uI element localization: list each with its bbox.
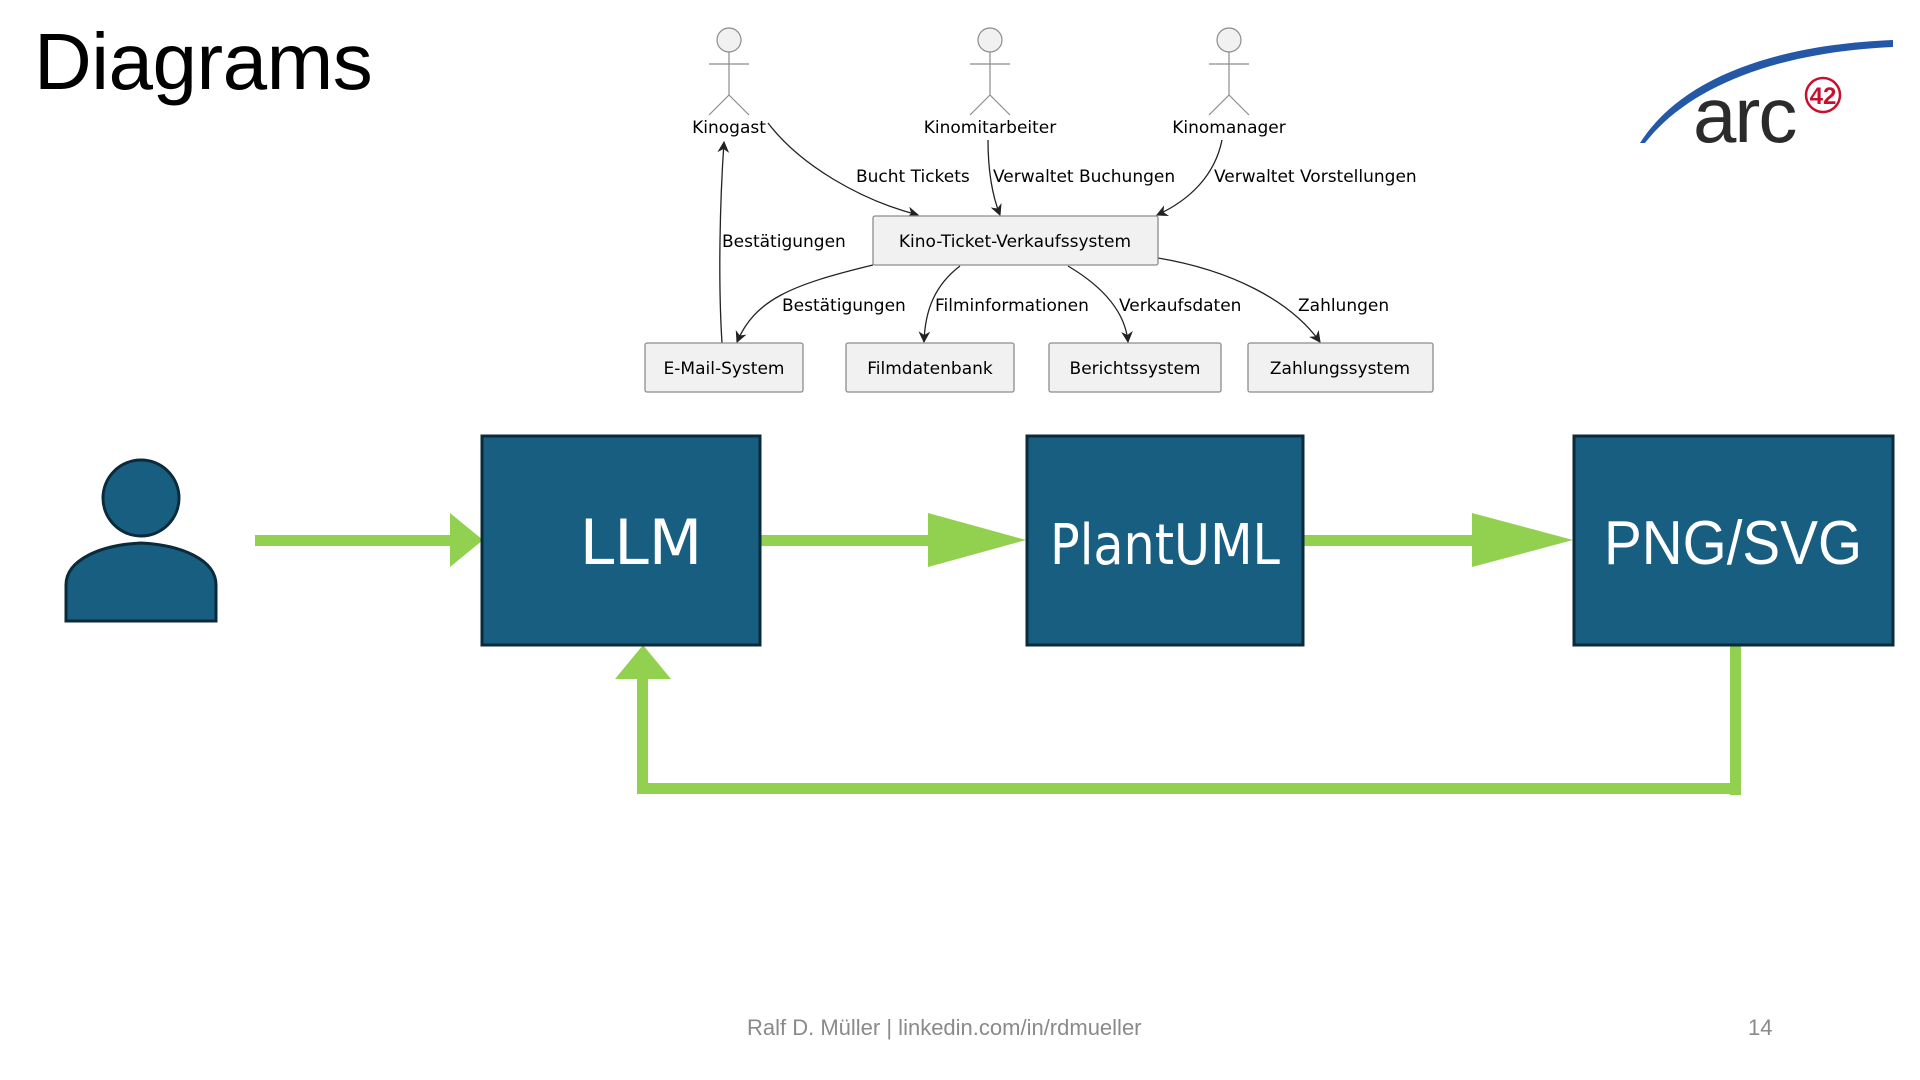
edge-bucht-tickets (767, 122, 920, 219)
logo-badge-text: 42 (1810, 83, 1837, 110)
node-label: Filmdatenbank (867, 359, 993, 379)
flow-box-label: PlantUML (1050, 513, 1280, 578)
uml-node-bericht[interactable]: Berichtssystem (1048, 342, 1222, 393)
edge-label: Bucht Tickets (856, 167, 970, 187)
page-number: 14 (1748, 1015, 1773, 1040)
actor-body-icon (1208, 52, 1250, 116)
actor-kinogast[interactable]: Kinogast (692, 27, 766, 138)
edge-verwaltet-vorstellungen (1155, 139, 1223, 216)
actor-label: Kinomitarbeiter (924, 118, 1057, 138)
edge-label: Verwaltet Buchungen (993, 167, 1175, 187)
edge-bestaetigungen-email-kinogast (717, 140, 730, 344)
flow-arrow-plantuml-pngsvg (1303, 513, 1573, 567)
flow-box-llm[interactable]: LLM (480, 434, 762, 647)
edge-verkaufsdaten (1067, 265, 1133, 344)
flow-arrow-llm-plantuml (760, 513, 1026, 567)
edge-label: Filminformationen (935, 296, 1089, 316)
slide-title: Diagrams (34, 17, 373, 106)
edge-label: Bestätigungen (722, 232, 846, 252)
node-label: Kino-Ticket-Verkaufssystem (899, 232, 1131, 252)
actor-body-icon (708, 52, 750, 116)
flow-arrow-user-llm (255, 513, 483, 567)
logo-badge-circle (1804, 76, 1842, 114)
uml-node-zahlung[interactable]: Zahlungssystem (1247, 342, 1434, 393)
logo-text: arc (1693, 71, 1795, 159)
node-label: Zahlungssystem (1270, 359, 1410, 379)
edge-label: Verkaufsdaten (1119, 296, 1241, 316)
actor-label: Kinomanager (1172, 118, 1285, 138)
actor-head-icon (1216, 27, 1242, 53)
flow-box-plantuml[interactable]: PlantUML (1025, 434, 1305, 647)
flow-box-label: LLM (580, 506, 703, 579)
edge-filminformationen (918, 265, 961, 344)
edge-zahlungen (1157, 257, 1321, 343)
actor-head-icon (977, 27, 1003, 53)
flow-box-label: PNG/SVG (1604, 509, 1862, 578)
person-icon (64, 458, 218, 623)
footer-credit: Ralf D. Müller | linkedin.com/in/rdmuell… (747, 1015, 1142, 1040)
logo-swoosh (1640, 40, 1893, 143)
actor-kinomanager[interactable]: Kinomanager (1172, 27, 1286, 138)
node-label: Berichtssystem (1070, 359, 1201, 379)
actor-kinomitarbeiter[interactable]: Kinomitarbeiter (924, 27, 1057, 138)
edge-label: Verwaltet Vorstellungen (1214, 167, 1417, 187)
actor-head-icon (716, 27, 742, 53)
edge-bestaetigungen-system-email (735, 264, 874, 344)
node-label: E-Mail-System (664, 359, 785, 379)
edge-label: Bestätigungen (782, 296, 906, 316)
actor-body-icon (969, 52, 1011, 116)
flow-box-pngsvg[interactable]: PNG/SVG (1572, 434, 1895, 647)
edge-verwaltet-buchungen (987, 139, 1002, 217)
edge-label: Zahlungen (1298, 296, 1389, 316)
flow-arrow-feedback (615, 645, 1741, 795)
uml-node-filmdb[interactable]: Filmdatenbank (845, 342, 1015, 393)
uml-node-email[interactable]: E-Mail-System (644, 342, 804, 393)
actor-label: Kinogast (692, 118, 766, 138)
uml-system-node[interactable]: Kino-Ticket-Verkaufssystem (872, 215, 1159, 266)
